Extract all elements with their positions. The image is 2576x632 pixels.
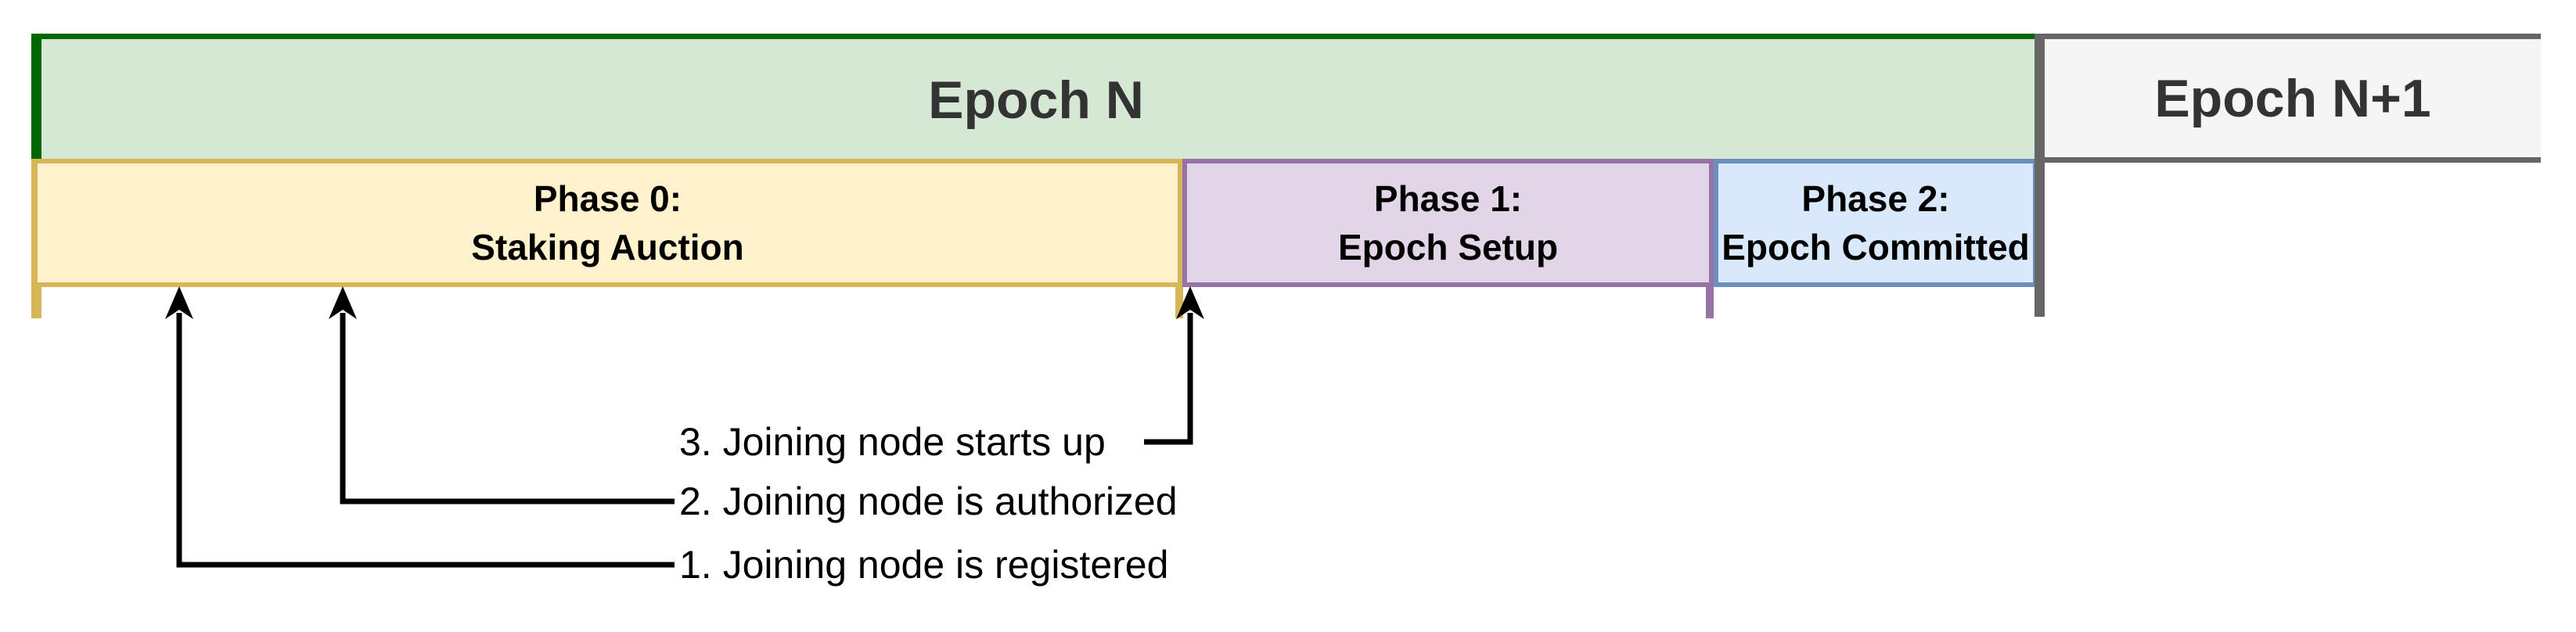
- epoch-start-marker-line: [31, 34, 41, 160]
- arrow-2-line: [340, 313, 675, 505]
- phase-1-label: Phase 1: Epoch Setup: [1338, 174, 1558, 271]
- epoch-n-plus-1-box: Epoch N+1: [2045, 34, 2541, 163]
- phase-1-box: Phase 1: Epoch Setup: [1182, 159, 1714, 287]
- arrow-2-arrowhead-up-icon: [329, 286, 357, 319]
- arrow-3-line: [1144, 313, 1193, 445]
- phase-1-title: Phase 1:: [1373, 178, 1523, 219]
- phase-2-subtitle: Epoch Committed: [1722, 227, 2030, 268]
- annotation-arrow-3: [1144, 286, 1204, 445]
- phase-2-box: Phase 2: Epoch Committed: [1714, 159, 2038, 287]
- phase-1-subtitle: Epoch Setup: [1337, 227, 1559, 268]
- phase-2-title: Phase 2:: [1801, 178, 1950, 219]
- phase-0-box: Phase 0: Staking Auction: [33, 159, 1182, 287]
- annotation-arrow-1: [165, 286, 675, 568]
- phase-0-boundary-tick: [1175, 287, 1183, 318]
- epoch-boundary-divider: [2035, 34, 2045, 317]
- epoch-n-label: Epoch N: [928, 70, 1144, 130]
- phase-0-subtitle: Staking Auction: [471, 227, 744, 268]
- phase-0-title: Phase 0:: [533, 178, 682, 219]
- arrow-1-line: [176, 313, 675, 568]
- epoch-n-plus-1-label: Epoch N+1: [2154, 68, 2431, 128]
- epoch-n-box: Epoch N: [33, 34, 2039, 160]
- annotation-arrow-2: [329, 286, 675, 505]
- arrow-1-arrowhead-up-icon: [165, 286, 193, 319]
- phase-1-boundary-tick: [1706, 287, 1714, 318]
- annotation-joining-node-authorized: 2. Joining node is authorized: [679, 479, 1178, 523]
- annotation-joining-node-starts-up: 3. Joining node starts up: [679, 420, 1106, 464]
- annotation-joining-node-registered: 1. Joining node is registered: [679, 543, 1169, 587]
- phase-2-label: Phase 2: Epoch Committed: [1722, 174, 2030, 271]
- phase-0-label: Phase 0: Staking Auction: [471, 174, 743, 271]
